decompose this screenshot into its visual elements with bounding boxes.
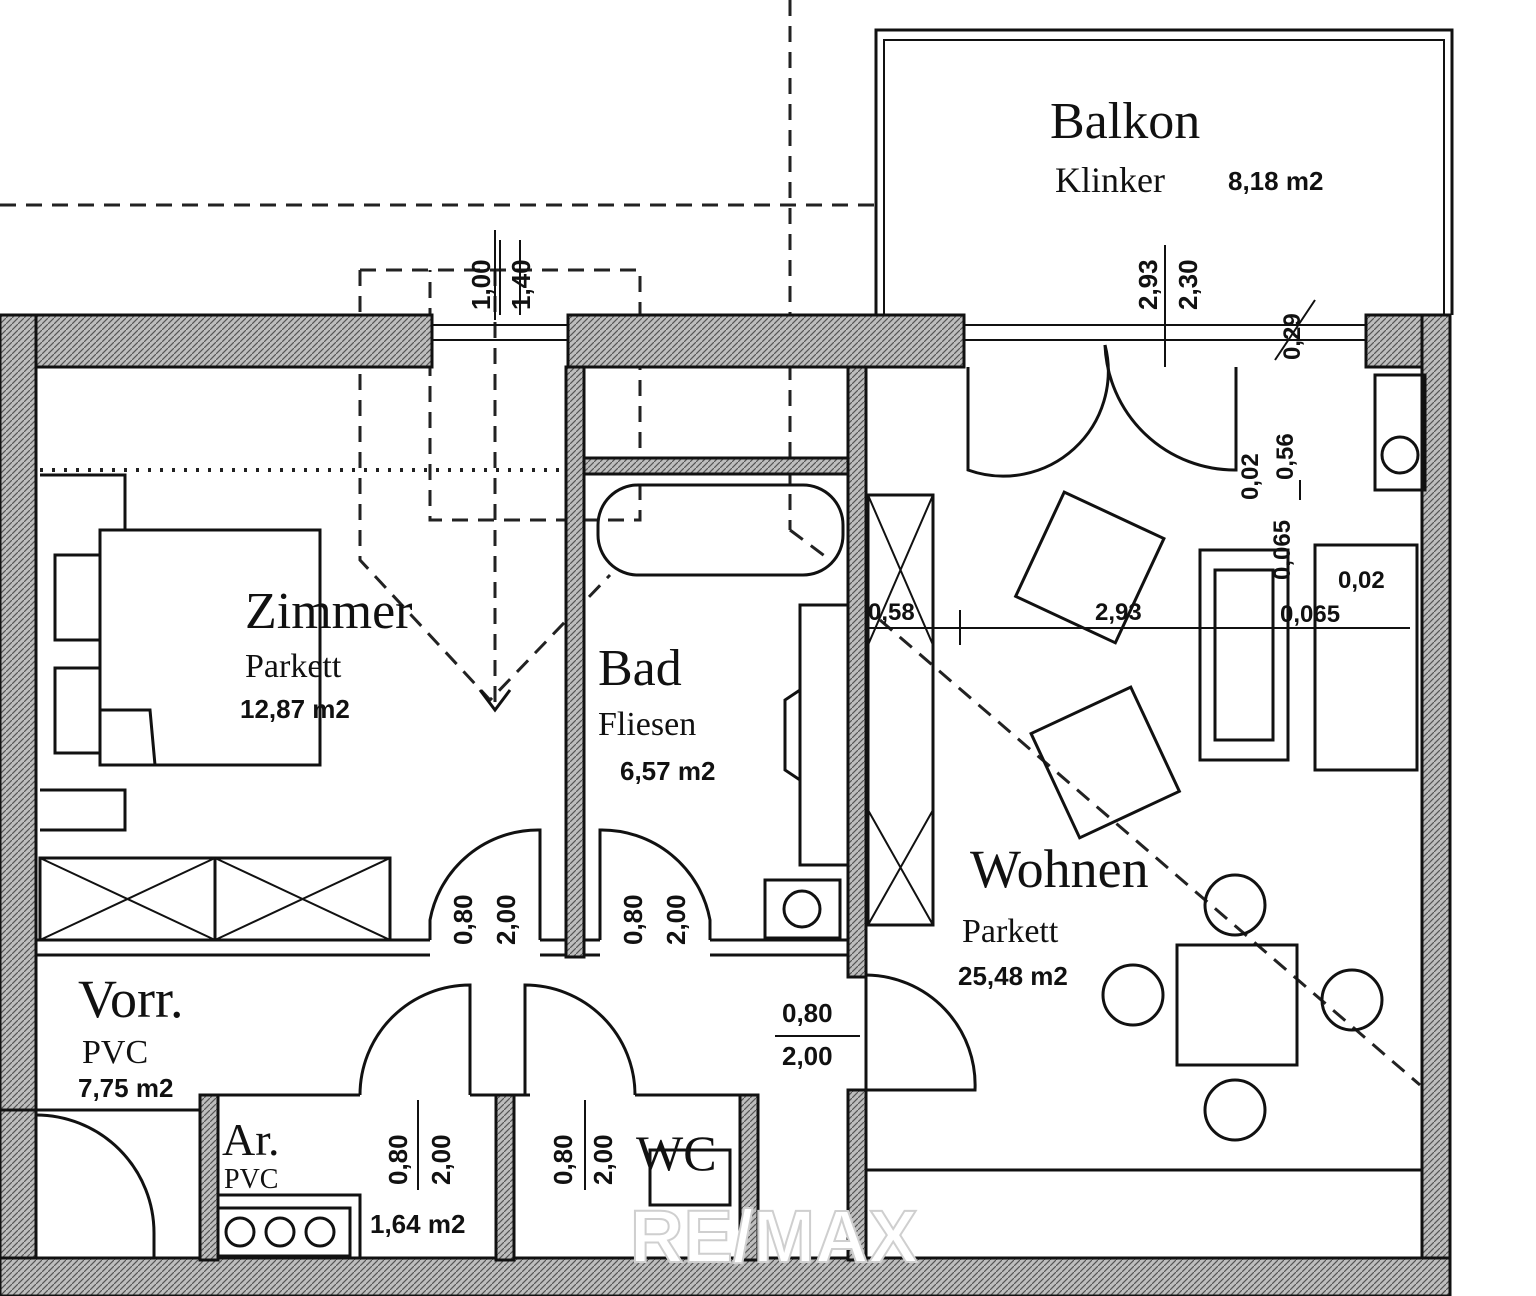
room-wohnen: Wohnen Parkett 25,48 m2 [958, 839, 1149, 991]
dim-029: 0,29 [1279, 313, 1306, 360]
washing-machine [1373, 373, 1427, 492]
bathtub [596, 483, 845, 577]
dim-002-b: 0,02 [1338, 567, 1385, 594]
area-balkon: 8,18 m2 [1228, 166, 1323, 196]
sofa-table [1198, 543, 1419, 772]
room-name-wc: WC [636, 1125, 717, 1181]
room-balkon: Balkon Klinker 8,18 m2 [1050, 93, 1323, 200]
floor-wohnen: Parkett [962, 913, 1059, 950]
room-name-ar: Ar. [222, 1114, 280, 1165]
dim-door-wc-h: 2,00 [588, 1134, 618, 1185]
stove [216, 1206, 352, 1258]
room-name-wohnen: Wohnen [970, 839, 1149, 899]
wc-bowl [648, 1148, 732, 1207]
dim-door-zimmer-h: 2,00 [491, 894, 521, 945]
floor-balkon: Klinker [1055, 160, 1165, 200]
room-name-bad: Bad [598, 640, 682, 697]
room-bad: Bad Fliesen 6,57 m2 [598, 640, 715, 786]
doors [35, 344, 1238, 1258]
room-name-vorr: Vorr. [78, 969, 184, 1029]
dim-002-a: 0,02 [1237, 453, 1264, 500]
guide-lines [0, 0, 1421, 1087]
dim-window-zimmer-w: 1,00 [466, 259, 496, 310]
dim-door-wohnen-h: 2,00 [782, 1041, 833, 1071]
dining-set [1101, 873, 1384, 1142]
area-wohnen: 25,48 m2 [958, 961, 1068, 991]
floor-bad: Fliesen [598, 706, 696, 743]
room-zimmer: Zimmer Parkett 12,87 m2 [240, 583, 413, 724]
dim-056: 0,56 [1272, 433, 1299, 480]
wardrobe-wohnen [866, 493, 935, 927]
room-name-zimmer: Zimmer [245, 583, 413, 640]
balcony-outline [874, 28, 1454, 315]
dim-door-zimmer-w: 0,80 [448, 894, 478, 945]
room-wc: WC [636, 1125, 717, 1181]
armchairs [1013, 490, 1182, 840]
dim-0065-b: 0,065 [1280, 601, 1340, 628]
dimension-labels: 1,00 1,40 2,93 2,30 0,29 0,56 0,02 0,065… [383, 230, 1385, 1190]
area-zimmer: 12,87 m2 [240, 694, 350, 724]
dim-window-balkon-h: 2,30 [1173, 259, 1203, 310]
room-vorr: Vorr. PVC 7,75 m2 [78, 969, 184, 1103]
room-name-balkon: Balkon [1050, 93, 1200, 150]
dim-door-bad-w: 0,80 [618, 894, 648, 945]
dim-window-balkon-w: 2,93 [1133, 259, 1163, 310]
floor-zimmer: Parkett [245, 648, 342, 685]
area-ar: 1,64 m2 [370, 1209, 465, 1239]
dim-door-wc-w: 0,80 [548, 1134, 578, 1185]
dimension-lines [499, 240, 1410, 645]
walls [0, 313, 1452, 1296]
dim-door-wohnen-w: 0,80 [782, 998, 833, 1028]
wardrobe-zimmer [38, 856, 392, 942]
dim-door-ar-h: 2,00 [426, 1134, 456, 1185]
bath-fixtures [763, 603, 850, 940]
bed [40, 473, 322, 832]
floor-ar: PVC [224, 1164, 278, 1195]
room-ar: Ar. PVC 1,64 m2 [222, 1114, 465, 1239]
dim-0065-a: 0,065 [1269, 520, 1296, 580]
dim-door-bad-h: 2,00 [661, 894, 691, 945]
remax-watermark: RE/MAX [630, 1195, 918, 1278]
area-bad: 6,57 m2 [620, 756, 715, 786]
dim-293: 2,93 [1095, 599, 1142, 626]
area-vorr: 7,75 m2 [78, 1073, 173, 1103]
dim-058: 0,58 [868, 599, 915, 626]
dim-door-ar-w: 0,80 [383, 1134, 413, 1185]
floor-vorr: PVC [82, 1034, 148, 1071]
